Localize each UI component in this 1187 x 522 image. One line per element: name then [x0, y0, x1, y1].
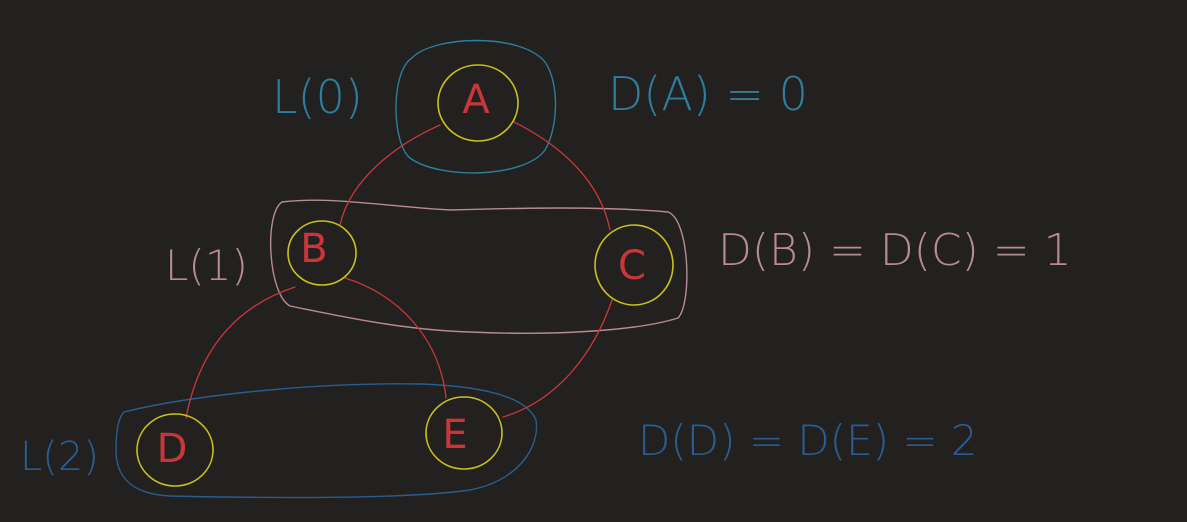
level2-distance: D(D) = D(E) = 2 — [638, 416, 978, 465]
edge-b-e — [344, 277, 447, 399]
edge-b-d — [185, 286, 296, 419]
node-d-circle — [136, 413, 214, 487]
level1-outline — [269, 199, 688, 334]
edge-c-e — [502, 299, 613, 418]
level2-label: L(2) — [20, 434, 99, 480]
node-c-circle — [594, 224, 674, 306]
node-d-label: D — [157, 426, 188, 472]
node-e-label: E — [442, 412, 467, 458]
node-b-circle — [287, 220, 357, 286]
node-d: D — [136, 413, 214, 487]
node-c-label: C — [618, 243, 646, 289]
level1-label: L(1) — [165, 241, 248, 290]
node-a-circle — [437, 64, 519, 142]
node-b: B — [287, 220, 357, 286]
node-c: C — [594, 224, 674, 306]
level0-distance: D(A) = 0 — [608, 67, 808, 121]
node-e-circle — [425, 396, 503, 470]
edge-a-b — [339, 124, 441, 226]
level0-outline — [395, 39, 557, 174]
edge-a-c — [513, 121, 611, 231]
level1-distance: D(B) = D(C) = 1 — [718, 225, 1072, 276]
node-a: A — [437, 64, 519, 142]
level2-outline — [115, 383, 538, 499]
level0-label: L(0) — [272, 70, 363, 124]
node-a-label: A — [462, 77, 490, 123]
node-b-label: B — [300, 226, 327, 272]
node-e: E — [425, 396, 503, 470]
